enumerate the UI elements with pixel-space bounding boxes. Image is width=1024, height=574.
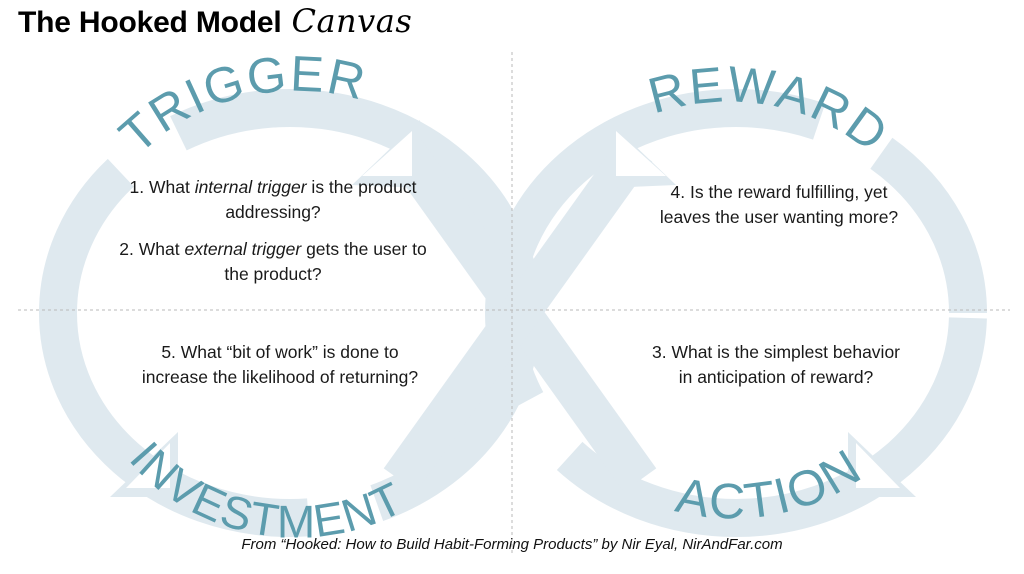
phase-label-trigger: TRIGGER: [109, 45, 372, 164]
phase-label-investment: INVESTMENT: [120, 432, 411, 548]
question-4: 4. Is the reward fulfilling, yet leaves …: [659, 182, 899, 227]
question-1-italic: internal trigger: [194, 177, 307, 197]
question-3: 3. What is the simplest behavior in anti…: [651, 342, 901, 387]
phase-label-reward-text: REWARD: [643, 56, 898, 163]
title-script-text: Canvas: [291, 2, 413, 40]
quadrant-text-investment: 5. What “bit of work” is done to increas…: [140, 340, 420, 390]
question-1: 1. What internal trigger is the product …: [118, 175, 428, 225]
quadrant-text-reward: 4. Is the reward fulfilling, yet leaves …: [650, 180, 908, 230]
arrowhead-trigger-icon: [352, 120, 420, 188]
question-5: 5. What “bit of work” is done to increas…: [141, 342, 419, 387]
page-title: The Hooked Model Canvas: [18, 2, 412, 40]
arrowhead-investment-icon: [110, 432, 178, 497]
question-1-after: is the product addressing?: [225, 177, 417, 222]
phase-label-investment-text: INVESTMENT: [120, 432, 410, 548]
title-main-text: The Hooked Model: [18, 6, 282, 39]
footer-attribution: From “Hooked: How to Build Habit-Forming…: [241, 536, 783, 553]
quadrant-text-trigger: 1. What internal trigger is the product …: [118, 175, 428, 286]
arrowhead-action-icon: [848, 432, 916, 497]
question-2-after: gets the user to the product?: [224, 238, 427, 284]
question-2-before: 2. What: [119, 238, 185, 259]
quadrant-text-action: 3. What is the simplest behavior in anti…: [645, 340, 907, 390]
phase-label-trigger-text: TRIGGER: [109, 45, 370, 164]
question-2-italic: external trigger: [184, 238, 302, 259]
phase-label-reward: REWARD: [643, 56, 900, 163]
question-2: 2. What external trigger gets the user t…: [118, 237, 428, 287]
center-crossing-x: [383, 138, 657, 492]
left-loop-band: [39, 89, 541, 537]
right-loop-band: [485, 89, 987, 537]
question-1-before: 1. What: [129, 177, 195, 197]
arrowhead-reward-icon: [608, 120, 676, 188]
